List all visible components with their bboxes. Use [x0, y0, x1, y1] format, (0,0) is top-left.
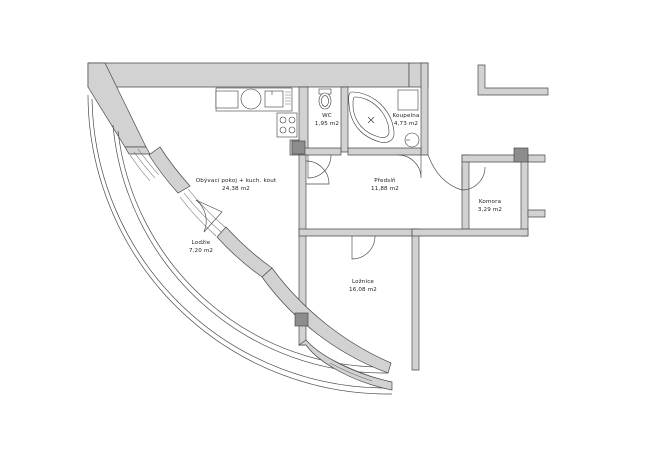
windows-layer — [129, 148, 374, 382]
room-label-living-kitchen: Obývací pokoj + kuch. kout 24,38 m2 — [196, 177, 277, 192]
wall-pantry-right — [520, 154, 529, 237]
window-loggia-upper — [129, 154, 151, 182]
column-bedroom-west — [294, 312, 309, 327]
wall-pantry-left — [461, 154, 470, 230]
window-loggia-lower-3 — [187, 188, 227, 229]
room-name-bedroom: Ložnice — [352, 278, 374, 285]
wall-bathroom-right — [420, 62, 429, 156]
wall-east-stub-lower — [527, 209, 546, 218]
wall-bedroom-east — [411, 228, 420, 371]
washbasin-icon — [404, 132, 420, 148]
kitchen-drainboard-icon — [285, 91, 291, 105]
wall-living-east — [298, 154, 307, 320]
room-label-loggia: Lodžie 7,20 m2 — [189, 239, 213, 254]
room-labels-layer: Obývací pokoj + kuch. kout 24,38 m2 WC 1… — [189, 113, 502, 293]
bedroom-south-wall-layer — [297, 339, 393, 391]
door-swing-wc — [307, 154, 332, 179]
wc-fixtures — [318, 88, 332, 110]
stove-burner-4 — [288, 126, 296, 134]
corner-bathtub-inner-icon — [352, 96, 390, 138]
room-area-bathroom: 4,73 m2 — [394, 121, 418, 127]
stove-burner-3 — [279, 126, 287, 134]
bathroom-fixtures — [348, 89, 420, 148]
room-area-bedroom: 16,08 m2 — [349, 287, 377, 293]
door-leaf-loggia — [195, 199, 223, 233]
column-pantry-east — [513, 147, 529, 163]
doors-layer — [195, 154, 486, 260]
curved-wall-middle — [216, 226, 273, 278]
window-loggia-lower-2 — [183, 192, 222, 233]
room-label-bedroom: Ložnice 16,08 m2 — [349, 278, 377, 293]
window-bedroom-south-2 — [330, 358, 374, 378]
room-name-pantry: Komora — [479, 199, 501, 205]
room-label-bathroom: Koupelna 4,73 m2 — [392, 113, 419, 127]
room-name-wc: WC — [322, 113, 332, 119]
room-area-wc: 1,95 m2 — [315, 121, 339, 127]
room-area-hallway: 11,88 m2 — [371, 186, 399, 192]
round-hob-icon — [240, 88, 262, 110]
room-area-loggia: 7,20 m2 — [189, 248, 213, 254]
window-bedroom-south — [329, 362, 373, 382]
stove-burner-1 — [279, 116, 287, 124]
stove-burner-2 — [288, 116, 296, 124]
washing-machine-icon — [397, 89, 419, 111]
bathtub-drain-icon — [367, 116, 375, 124]
wall-top-exterior — [87, 62, 410, 88]
kitchen-cabinet-left-icon — [215, 90, 239, 109]
window-loggia-upper-3 — [137, 148, 160, 176]
arc-loggia-outer — [91, 98, 391, 389]
room-label-wc: WC 1,95 m2 — [315, 113, 339, 127]
toilet-seat-inner-icon — [321, 95, 329, 107]
door-swing-pantry — [461, 166, 486, 191]
curved-wall-upper — [148, 146, 191, 194]
wall-wc-bath-divider — [340, 86, 349, 153]
column-kitchen — [291, 140, 306, 155]
wall-bedroom-north — [298, 228, 418, 237]
room-name-loggia: Lodžie — [192, 239, 211, 246]
wall-neighbour-fragment — [477, 64, 549, 96]
window-loggia-lower — [179, 196, 217, 237]
door-swing-entry — [427, 154, 463, 191]
room-name-hallway: Předsíň — [374, 177, 396, 184]
wall-pantry-bottom — [411, 228, 529, 237]
stove-4-burner-icon — [276, 112, 298, 138]
door-swing-living — [305, 160, 330, 185]
curved-wall-fills — [148, 146, 392, 374]
kitchen-fixtures — [215, 87, 298, 138]
wall-bathroom-bottom — [347, 147, 422, 156]
room-label-hallway: Předsíň 11,88 m2 — [371, 177, 399, 192]
room-area-living-kitchen: 24,38 m2 — [222, 186, 250, 192]
arc-loggia-inner — [112, 124, 389, 374]
arc-outer-exterior — [87, 94, 393, 395]
wall-east-stub-upper — [527, 154, 546, 163]
wall-bedroom-south-curved — [297, 339, 393, 391]
columns-layer — [291, 140, 529, 327]
door-swing-loggia — [195, 199, 207, 233]
kitchen-sink-icon — [264, 90, 284, 108]
room-area-pantry: 3,29 m2 — [478, 207, 502, 213]
window-loggia-upper-2 — [133, 151, 156, 179]
door-swing-bathroom — [397, 154, 422, 179]
wall-loggia-stub-top — [124, 146, 151, 155]
room-name-bathroom: Koupelna — [392, 113, 419, 119]
room-name-living-kitchen: Obývací pokoj + kuch. kout — [196, 177, 277, 184]
room-label-pantry: Komora 3,29 m2 — [478, 199, 502, 213]
door-swing-bedroom — [351, 235, 376, 260]
